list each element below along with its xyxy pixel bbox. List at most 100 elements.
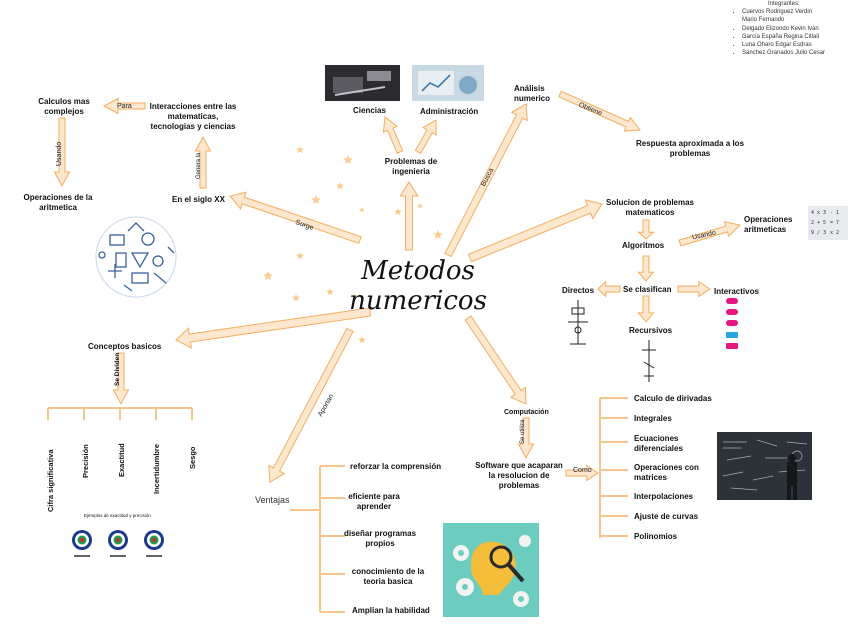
decorative-star (336, 182, 344, 190)
members-block: Integrantes: Cuervos Rodriguez Verdin Ma… (734, 0, 825, 57)
branch-software (599, 397, 628, 538)
node-interacciones: Interacciones entre las matematicas, tec… (150, 102, 237, 132)
label-se-dividen: Se Dividen (114, 352, 121, 386)
node-respuesta: Respuesta aproximada a los problemas (636, 139, 744, 159)
concept-precision: Precisión (81, 444, 90, 478)
arrow-clasifican-to-interactivos (677, 280, 711, 298)
decorative-star (417, 203, 423, 209)
arrow-clasifican-to-recursivos (637, 295, 655, 323)
software-item-5: Interpolaciones (634, 492, 694, 501)
decorative-star (296, 252, 304, 260)
decorative-star (311, 195, 321, 204)
arrow-siglo-to-interacciones (194, 135, 212, 189)
arrow-algoritmos-to-operaciones (678, 221, 742, 247)
main-title-line2: numericos (349, 286, 487, 316)
arrow-software-to-como (565, 464, 599, 482)
decorative-star (343, 155, 353, 164)
arrow-computacion-to-software (517, 417, 535, 460)
software-item-1: Calculo de dirivadas (634, 394, 712, 403)
node-operaciones-arit: Operaciones aritmeticas (744, 215, 792, 235)
directos-image (568, 300, 588, 345)
node-ciencias: Ciencias (353, 106, 386, 115)
ventaja-3-l2: propios (365, 539, 395, 548)
concept-incertidumbre: Incertidumbre (152, 443, 161, 494)
node-recursivos: Recursivos (629, 326, 673, 335)
main-title: Metodos numericos (349, 256, 487, 316)
software-item-2: Integrales (634, 414, 672, 423)
chalkboard-image (717, 432, 812, 500)
svg-text:- 1: - 1 (830, 210, 839, 216)
node-calculos: Calculos mas complejos (38, 97, 90, 117)
svg-text:9 / 3: 9 / 3 (811, 230, 826, 236)
caption-ejemplos: Ejemplos de exactitud y precisión (84, 513, 151, 518)
branch-ventajas (290, 465, 345, 613)
node-interacciones-l2: matematicas, (167, 112, 219, 121)
node-se-clasifican: Se clasifican (623, 285, 672, 294)
science-icons-image (95, 216, 177, 298)
branch-conceptos (47, 407, 193, 420)
node-algoritmos: Algoritmos (622, 241, 665, 250)
arrow-center-to-conceptos (175, 307, 372, 349)
node-solucion-l1: Solucion de problemas (605, 198, 695, 207)
node-solucion: Solucion de problemas matematicos (606, 198, 694, 218)
label-como: Como (573, 467, 592, 474)
svg-text:4 x 3: 4 x 3 (811, 210, 826, 216)
node-problemas-l2: ingenieria (392, 167, 430, 176)
decorative-star (292, 294, 300, 302)
node-software: Software que acaparan la resolucion de p… (475, 461, 563, 491)
ventaja-2: eficiente para aprender (348, 492, 400, 512)
software-item-3-l2: diferenciales (634, 444, 683, 453)
arrow-interacciones-to-calculos (102, 97, 146, 115)
ventaja-4: conocimiento de la teoria basica (352, 567, 424, 587)
decorative-star (296, 146, 304, 154)
ventaja-2-l2: aprender (356, 502, 392, 511)
node-operaciones-arit-l2: aritmeticas (744, 225, 787, 234)
node-administracion: Administración (420, 107, 479, 116)
members-header: Integrantes: (768, 1, 800, 7)
concept-sesgo: Sesgo (188, 446, 197, 469)
node-interacciones-l1: Interacciones entre las (149, 102, 237, 111)
node-directos: Directos (562, 286, 595, 295)
label-usando-left: Usando (56, 141, 63, 166)
node-respuesta-l2: problemas (669, 149, 711, 158)
arrow-clasifican-to-directos (597, 280, 621, 298)
node-conceptos-basicos: Conceptos basicos (88, 342, 162, 351)
software-item-6: Ajuste de curvas (634, 512, 699, 521)
arrow-calculos-to-operaciones (53, 117, 71, 188)
ventaja-3-l1: diseñar programas (343, 529, 417, 538)
member-item: García España Regina Citlali (742, 33, 825, 41)
arrow-conceptos-to-divisions (112, 352, 130, 406)
node-analisis-l2: numerico (514, 94, 551, 103)
node-operaciones-l1: Operaciones de la (23, 193, 93, 202)
decorative-star (433, 230, 443, 239)
node-siglo-xx: En el siglo XX (172, 195, 225, 204)
node-software-l1: Software que acaparan (475, 461, 563, 470)
label-se-utiliza: Se utiliza (520, 419, 526, 444)
software-item-4: Operaciones con matrices (634, 463, 699, 483)
node-software-l3: problemas (498, 481, 540, 490)
node-calculos-l1: Calculos mas (38, 97, 90, 106)
decorative-star (326, 288, 334, 296)
arrow-solucion-to-algoritmos (637, 219, 655, 240)
administracion-image (412, 65, 484, 101)
decorative-star (394, 208, 402, 216)
member-item: Cuervos Rodriguez Verdin (742, 8, 825, 16)
arrow-problemas-to-administracion (414, 119, 437, 155)
brain-gears-image (443, 523, 539, 617)
ventaja-1: reforzar la comprensión (350, 462, 442, 471)
arrow-center-to-ventajas (268, 327, 354, 483)
ventaja-4-l2: teoria basica (363, 577, 413, 586)
node-analisis-l1: Análisis (514, 84, 545, 93)
label-para: Para (117, 103, 132, 110)
ventaja-2-l1: eficiente para (348, 492, 400, 501)
arrow-center-to-solucion (467, 199, 603, 263)
node-operaciones-arit-l1: Operaciones (744, 215, 793, 224)
ciencias-image (325, 65, 400, 101)
concept-exactitud: Exactitud (117, 443, 126, 477)
targets-image (72, 530, 164, 557)
recursivos-image (642, 340, 656, 382)
arrow-center-to-analisis (444, 103, 528, 258)
decorative-star (351, 293, 357, 299)
